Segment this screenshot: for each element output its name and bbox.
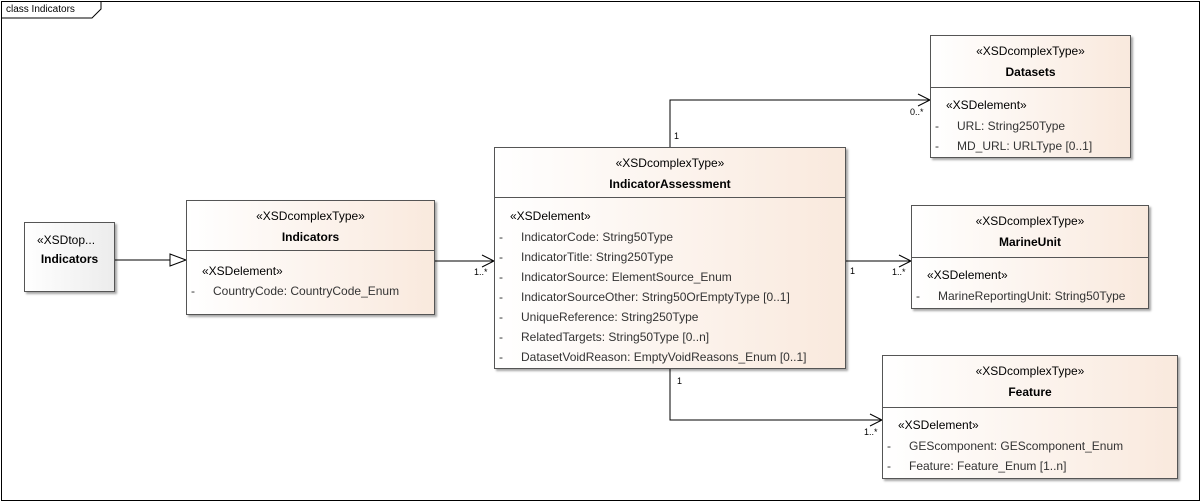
attribute-row: - CountryCode: CountryCode_Enum bbox=[191, 284, 399, 298]
multiplicity-label: 1..* bbox=[474, 267, 488, 277]
attribute-text: RelatedTargets: String50Type [0..n] bbox=[521, 330, 710, 344]
class-divider bbox=[495, 197, 845, 198]
top-level-element-indicators[interactable]: «XSDtop... Indicators bbox=[24, 222, 115, 292]
attribute-marker: - bbox=[499, 310, 503, 324]
class-feature[interactable]: «XSDcomplexType» Feature «XSDelement» - G… bbox=[882, 355, 1178, 479]
class-stereotype: «XSDcomplexType» bbox=[975, 364, 1085, 378]
class-divider bbox=[912, 257, 1148, 258]
class-name: IndicatorAssessment bbox=[609, 177, 731, 191]
class-divider bbox=[931, 87, 1130, 88]
attribute-text: IndicatorSourceOther: String50OrEmptyTyp… bbox=[521, 290, 790, 304]
section-stereotype: «XSDelement» bbox=[898, 418, 979, 432]
top-element-stereotype: «XSDtop... bbox=[37, 233, 96, 247]
class-divider bbox=[883, 407, 1177, 408]
attribute-text: IndicatorTitle: String250Type bbox=[521, 250, 674, 264]
multiplicity-label: 0..* bbox=[910, 107, 924, 117]
class-datasets[interactable]: «XSDcomplexType» Datasets «XSDelement» -… bbox=[930, 35, 1131, 158]
attribute-text: Feature: Feature_Enum [1..n] bbox=[909, 459, 1067, 473]
multiplicity-label: 1 bbox=[674, 131, 680, 141]
attribute-text: UniqueReference: String250Type bbox=[521, 310, 699, 324]
attribute-text: IndicatorSource: ElementSource_Enum bbox=[521, 270, 732, 284]
attribute-row: - IndicatorCode: String50Type bbox=[499, 230, 673, 244]
attribute-row: - GEScomponent: GEScomponent_Enum bbox=[887, 439, 1123, 453]
attribute-text: DatasetVoidReason: EmptyVoidReasons_Enum… bbox=[521, 350, 807, 364]
attribute-row: - UniqueReference: String250Type bbox=[499, 310, 698, 324]
multiplicity-label: 1 bbox=[850, 266, 856, 276]
class-stereotype: «XSDcomplexType» bbox=[615, 156, 725, 170]
attribute-marker: - bbox=[499, 250, 503, 264]
attribute-text: CountryCode: CountryCode_Enum bbox=[213, 284, 400, 298]
class-indicator-assessment[interactable]: «XSDcomplexType» IndicatorAssessment «XS… bbox=[494, 147, 846, 369]
section-stereotype: «XSDelement» bbox=[202, 264, 283, 278]
attribute-row: - IndicatorSourceOther: String50OrEmptyTy… bbox=[499, 290, 790, 304]
class-name: Datasets bbox=[1005, 65, 1056, 79]
class-indicators[interactable]: «XSDcomplexType» Indicators «XSDelement»… bbox=[186, 200, 435, 315]
attribute-marker: - bbox=[499, 350, 503, 364]
attribute-marker: - bbox=[499, 230, 503, 244]
attribute-marker: - bbox=[499, 330, 503, 344]
multiplicity-label: 1 bbox=[677, 376, 683, 386]
attribute-marker: - bbox=[935, 139, 939, 153]
attribute-row: - URL: String250Type bbox=[935, 119, 1065, 133]
attribute-row: - IndicatorSource: ElementSource_Enum bbox=[499, 270, 732, 284]
section-stereotype: «XSDelement» bbox=[510, 209, 591, 223]
attribute-text: MD_URL: URLType [0..1] bbox=[957, 139, 1093, 153]
attribute-text: GEScomponent: GEScomponent_Enum bbox=[909, 439, 1124, 453]
attribute-row: - RelatedTargets: String50Type [0..n] bbox=[499, 330, 709, 344]
attribute-row: - DatasetVoidReason: EmptyVoidReasons_Enu… bbox=[499, 350, 807, 364]
section-stereotype: «XSDelement» bbox=[927, 268, 1008, 282]
frame-tab-outline bbox=[1, 1, 102, 19]
section-stereotype: «XSDelement» bbox=[946, 98, 1027, 112]
attribute-row: - MarineReportingUnit: String50Type bbox=[916, 289, 1125, 303]
multiplicity-label: 1..* bbox=[892, 267, 906, 277]
attribute-marker: - bbox=[191, 284, 195, 298]
class-divider bbox=[187, 250, 434, 251]
attribute-text: URL: String250Type bbox=[957, 119, 1066, 133]
generalization-arrowhead bbox=[169, 253, 188, 267]
attribute-text: MarineReportingUnit: String50Type bbox=[938, 289, 1126, 303]
attribute-marker: - bbox=[887, 459, 891, 473]
attribute-row: - MD_URL: URLType [0..1] bbox=[935, 139, 1092, 153]
attribute-marker: - bbox=[916, 289, 920, 303]
top-element-name: Indicators bbox=[40, 252, 99, 266]
attribute-text: IndicatorCode: String50Type bbox=[521, 230, 674, 244]
association-assessment-feature bbox=[669, 369, 882, 421]
class-name: Indicators bbox=[281, 230, 340, 244]
attribute-marker: - bbox=[499, 290, 503, 304]
class-name: Feature bbox=[1008, 385, 1052, 399]
multiplicity-label: 1..* bbox=[864, 427, 878, 437]
attribute-row: - Feature: Feature_Enum [1..n] bbox=[887, 459, 1066, 473]
attribute-marker: - bbox=[499, 270, 503, 284]
class-stereotype: «XSDcomplexType» bbox=[256, 209, 365, 223]
association-assessment-datasets bbox=[669, 99, 930, 147]
class-stereotype: «XSDcomplexType» bbox=[976, 44, 1085, 58]
class-marine-unit[interactable]: «XSDcomplexType» MarineUnit «XSDelement»… bbox=[911, 205, 1149, 309]
attribute-marker: - bbox=[935, 119, 939, 133]
attribute-row: - IndicatorTitle: String250Type bbox=[499, 250, 673, 264]
class-name: MarineUnit bbox=[998, 235, 1061, 249]
class-stereotype: «XSDcomplexType» bbox=[975, 214, 1085, 228]
attribute-marker: - bbox=[887, 439, 891, 453]
frame-label: class Indicators bbox=[6, 4, 75, 15]
